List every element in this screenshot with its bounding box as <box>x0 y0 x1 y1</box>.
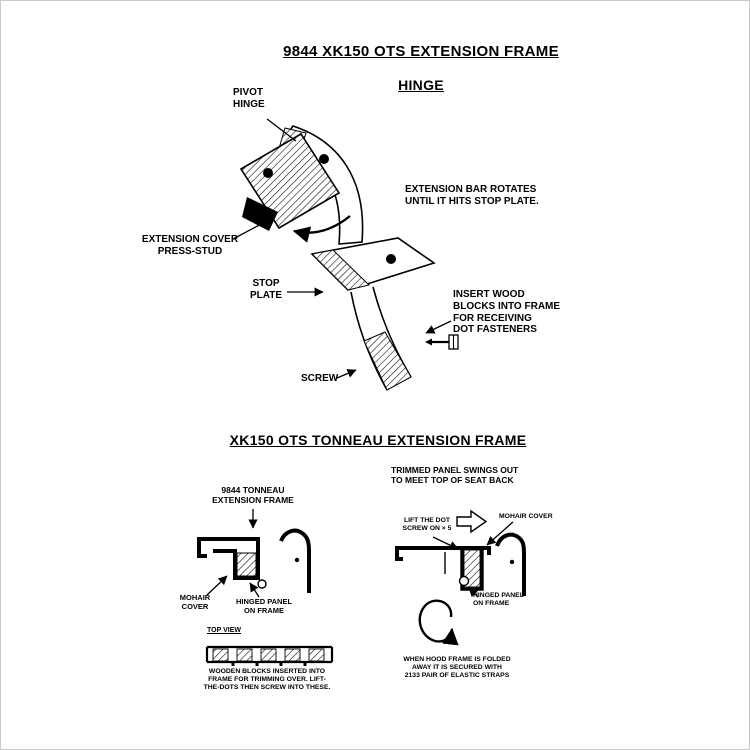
trimmed-panel-note: TRIMMED PANEL SWINGS OUT TO MEET TOP OF … <box>391 465 519 486</box>
fold-rotation-arrow <box>418 599 459 646</box>
hinge-leader-lines <box>232 118 452 379</box>
tonneau-frame-label: 9844 TONNEAU EXTENSION FRAME <box>212 485 294 506</box>
mohair-cover-label-left: MOHAIR COVER <box>179 593 211 611</box>
hinged-panel-label-left: HINGED PANEL ON FRAME <box>235 597 293 615</box>
lift-the-dot-label: LIFT THE DOT SCREW ON × 5 <box>402 517 452 533</box>
body-edge-dot-right <box>509 559 515 565</box>
lift-dot-stud-art <box>458 575 470 587</box>
stop-plate-art <box>242 197 278 231</box>
press-stud-art <box>257 579 267 589</box>
wooden-blocks-caption: WOODEN BLOCKS INSERTED INTO FRAME FOR TR… <box>203 668 331 692</box>
top-view-label: TOP VIEW <box>207 627 241 634</box>
wood-block-art <box>236 552 257 577</box>
panel-edge-hatch <box>310 249 371 291</box>
body-edge-art-right <box>495 532 526 596</box>
insert-wood-note: INSERT WOOD BLOCKS INTO FRAME FOR RECEIV… <box>453 289 561 336</box>
hinge-artwork <box>232 118 459 391</box>
pivot-hinge-label: PIVOT HINGE <box>233 87 265 110</box>
swing-direction-arrow-icon <box>456 509 488 534</box>
page-title: 9844 XK150 OTS EXTENSION FRAME <box>283 43 559 60</box>
frame-section-art <box>197 537 260 580</box>
channel-art <box>350 286 412 391</box>
body-edge-art-left <box>279 528 311 593</box>
tonneau-left-artwork <box>197 509 334 666</box>
frame-bar-art <box>395 546 491 561</box>
top-view-strip <box>205 645 334 666</box>
pivot-hinge-stud <box>319 154 329 164</box>
dot-fastener-icon <box>425 334 459 350</box>
mohair-cover-label-right: MOHAIR COVER <box>499 513 553 520</box>
hinged-panel-label-right: HINGED PANEL ON FRAME <box>473 592 524 608</box>
hood-frame-caption: WHEN HOOD FRAME IS FOLDED AWAY IT IS SEC… <box>403 656 511 680</box>
tonneau-right-artwork <box>395 509 526 646</box>
tonneau-left-leaders <box>206 575 260 598</box>
tonneau-heading: XK150 OTS TONNEAU EXTENSION FRAME <box>229 432 527 448</box>
rotation-arrow <box>292 215 351 243</box>
stop-plate-label: STOP PLATE <box>249 278 283 301</box>
hinge-heading: HINGE <box>398 77 444 93</box>
body-edge-dot-left <box>294 557 300 563</box>
panel-stud <box>386 254 396 264</box>
tonneau-right-leaders <box>432 521 514 598</box>
cover-stud <box>263 168 273 178</box>
screw-label: SCREW <box>301 373 339 384</box>
extension-bar-note: EXTENSION BAR ROTATES UNTIL IT HITS STOP… <box>405 184 539 207</box>
extension-cover-label: EXTENSION COVER PRESS-STUD <box>141 234 239 257</box>
